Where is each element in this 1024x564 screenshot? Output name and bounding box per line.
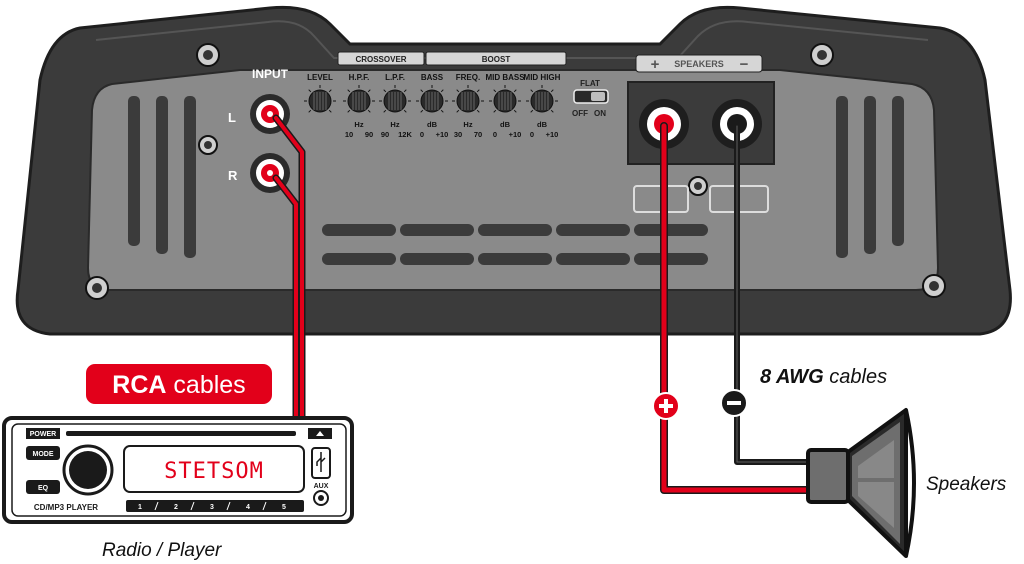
knob-label: MID HIGH bbox=[524, 73, 561, 82]
plus-icon bbox=[652, 392, 680, 420]
knob-range-min: 0 bbox=[493, 130, 497, 139]
rca-cables-callout: RCA cables bbox=[86, 364, 272, 404]
knob-unit-label: Hz bbox=[390, 120, 399, 129]
eject-icon bbox=[316, 431, 324, 436]
aux-label: AUX bbox=[314, 483, 329, 490]
right-vents bbox=[836, 96, 904, 258]
mode-button[interactable] bbox=[26, 446, 60, 460]
knob-range-min: 30 bbox=[454, 130, 462, 139]
boost-label: BOOST bbox=[482, 55, 511, 64]
rca-callout-bold: RCA bbox=[112, 371, 166, 399]
speaker-wire-negative bbox=[734, 123, 815, 465]
speakers-caption: Speakers bbox=[926, 474, 1007, 495]
knob-unit-label: dB bbox=[500, 120, 511, 129]
left-vents bbox=[128, 96, 196, 258]
volume-knob[interactable] bbox=[62, 444, 114, 496]
radio-player: POWER MODE EQ STETSOM AUX CD/MP3 PLAYER … bbox=[2, 416, 354, 524]
knob-4[interactable]: BASS dB0 +10 bbox=[416, 73, 448, 139]
knob-label: BASS bbox=[421, 73, 444, 82]
knob-label: FREQ. bbox=[456, 73, 480, 82]
screw-icon bbox=[810, 43, 834, 67]
preset-button-5[interactable]: 5 bbox=[282, 504, 286, 511]
flat-off-label: OFF bbox=[572, 109, 588, 118]
power-label: POWER bbox=[30, 431, 56, 438]
power-button[interactable] bbox=[26, 428, 60, 439]
knob-range-min: 10 bbox=[345, 130, 353, 139]
knob-range-min: 0 bbox=[420, 130, 424, 139]
knob-label: MID BASS bbox=[485, 73, 525, 82]
eq-label: EQ bbox=[38, 485, 49, 492]
mode-label: MODE bbox=[33, 451, 54, 458]
channel-left-label: L bbox=[228, 110, 236, 125]
knob-range-max: +10 bbox=[509, 130, 522, 139]
knob-label: H.P.F. bbox=[349, 73, 370, 82]
radio-display bbox=[123, 445, 305, 493]
crossover-label: CROSSOVER bbox=[355, 55, 406, 64]
flat-label: FLAT bbox=[580, 79, 600, 88]
screw-icon bbox=[198, 135, 218, 155]
knob-range-max: +10 bbox=[546, 130, 559, 139]
awg-cables-callout: 8 AWG cables bbox=[760, 366, 887, 388]
speakers-minus-sign: − bbox=[740, 56, 749, 73]
knob-range-max: 90 bbox=[365, 130, 373, 139]
screw-icon bbox=[85, 276, 109, 300]
knob-7[interactable]: MID HIGH dB0 +10 bbox=[524, 73, 561, 139]
channel-right-label: R bbox=[228, 168, 238, 183]
preset-button-1[interactable]: 1 bbox=[138, 504, 142, 511]
knob-label: LEVEL bbox=[307, 73, 333, 82]
knob-range-min: 90 bbox=[381, 130, 389, 139]
minus-icon bbox=[720, 389, 748, 417]
preset-buttons: 1 2 3 4 5 bbox=[138, 501, 286, 511]
svg-text:RCA cables: RCA cables bbox=[112, 371, 245, 399]
screw-icon bbox=[688, 176, 708, 196]
display-text: STETSOM bbox=[164, 459, 264, 484]
usb-icon bbox=[316, 452, 326, 472]
knob-unit-label: Hz bbox=[463, 120, 472, 129]
center-slots bbox=[322, 224, 708, 265]
preset-button-2[interactable]: 2 bbox=[174, 504, 178, 511]
knob-unit-label: dB bbox=[537, 120, 548, 129]
speaker-icon bbox=[806, 408, 916, 558]
knob-label: L.P.F. bbox=[385, 73, 405, 82]
knob-1[interactable]: LEVEL bbox=[304, 73, 336, 113]
speaker-wire-positive bbox=[660, 122, 816, 494]
preset-button-4[interactable]: 4 bbox=[246, 504, 250, 511]
rca-callout-rest: cables bbox=[166, 371, 245, 399]
rca-cable-wires bbox=[272, 114, 306, 426]
knob-range-min: 0 bbox=[530, 130, 534, 139]
knob-range-max: +10 bbox=[436, 130, 449, 139]
knob-range-max: 12K bbox=[398, 130, 412, 139]
knob-6[interactable]: MID BASS dB0 +10 bbox=[485, 73, 525, 139]
aux-jack[interactable] bbox=[313, 490, 329, 506]
input-label: INPUT bbox=[252, 67, 289, 81]
knob-unit-label: dB bbox=[427, 120, 438, 129]
knob-unit-label: Hz bbox=[354, 120, 363, 129]
screw-icon bbox=[196, 43, 220, 67]
speakers-plus-sign: + bbox=[651, 56, 660, 73]
screws bbox=[85, 43, 946, 300]
speakers-header-label: SPEAKERS bbox=[674, 59, 724, 69]
eq-button[interactable] bbox=[26, 480, 60, 494]
model-label: CD/MP3 PLAYER bbox=[34, 503, 98, 512]
screw-icon bbox=[922, 274, 946, 298]
radio-caption: Radio / Player bbox=[102, 540, 222, 561]
flat-on-label: ON bbox=[594, 109, 606, 118]
preset-button-3[interactable]: 3 bbox=[210, 504, 214, 511]
knob-range-max: 70 bbox=[474, 130, 482, 139]
